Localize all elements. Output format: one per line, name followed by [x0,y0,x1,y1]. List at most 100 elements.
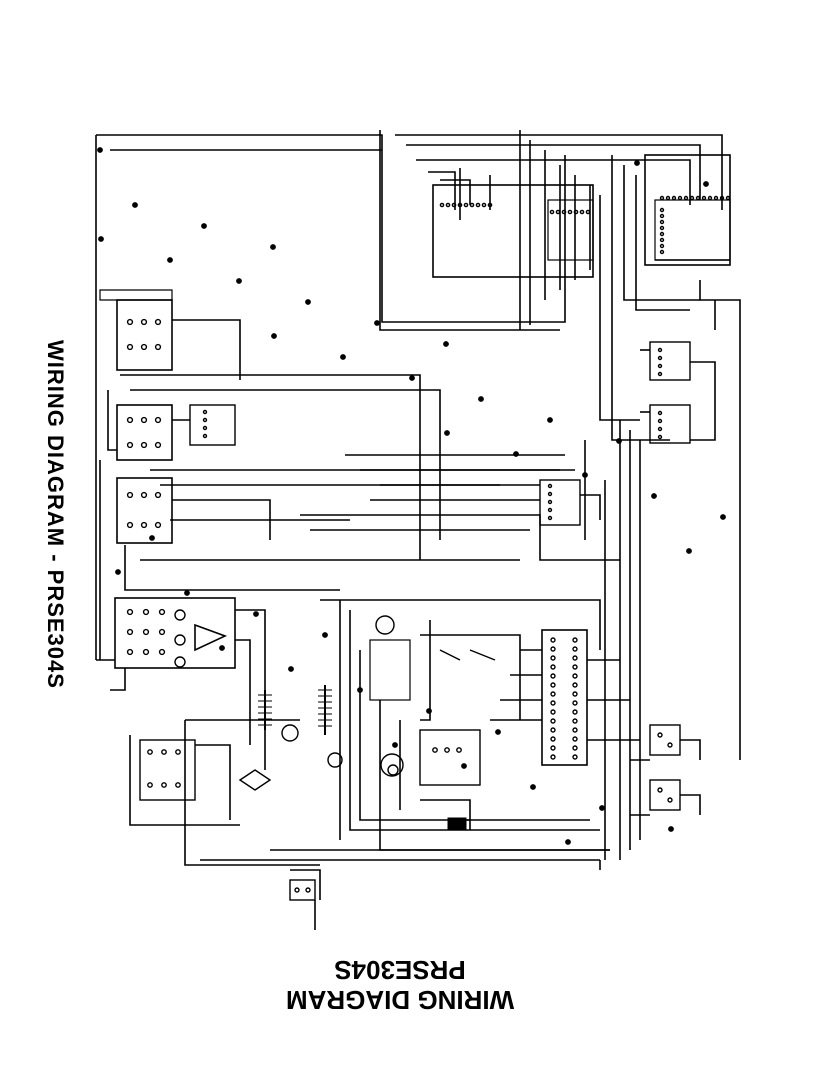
terminal [305,299,311,305]
terminal [142,608,150,616]
wire [290,869,321,900]
terminal [154,416,162,424]
terminal [585,209,591,215]
terminal [456,747,462,753]
wire [124,545,340,591]
wire [184,720,320,866]
terminal [451,202,457,208]
terminal [550,727,556,733]
terminal [174,634,186,646]
terminal [659,231,665,237]
terminal [140,318,148,326]
wire [379,130,560,331]
terminal [175,782,181,788]
wire [300,514,620,561]
terminal [572,709,578,715]
terminal [271,333,277,339]
terminal [219,645,225,651]
terminal [202,425,208,431]
terminal [572,637,578,643]
wire [349,610,600,831]
wire [99,289,173,301]
wire [194,623,228,652]
terminal [550,673,556,679]
terminal [657,732,663,738]
terminal [657,418,663,424]
terminal [126,343,134,351]
terminal [340,354,346,360]
terminal [253,611,259,617]
terminal [657,426,663,432]
terminal [387,764,399,776]
terminal [550,700,556,706]
terminal [126,628,134,636]
terminal [202,409,208,415]
component-box [116,299,173,371]
wire [580,494,601,520]
wire [130,389,441,540]
terminal [572,754,578,760]
wire [690,361,716,441]
wire [680,794,701,815]
terminal [572,700,578,706]
terminal [236,278,242,284]
component-box [369,639,411,701]
terminal [126,318,134,326]
wire [699,280,741,760]
terminal [547,515,553,521]
component-box [649,779,681,811]
terminal [154,343,162,351]
terminal [572,745,578,751]
terminal [634,160,640,166]
terminal [444,430,450,436]
fuse-block [447,817,467,831]
terminal [550,709,556,715]
terminal [126,648,134,656]
terminal [161,749,167,755]
terminal [599,805,605,811]
terminal [154,318,162,326]
component-box [644,154,731,266]
terminal [572,673,578,679]
wire [172,319,241,380]
terminal [158,628,166,636]
component-box [419,729,481,786]
terminal [572,655,578,661]
terminal [550,655,556,661]
terminal [713,195,719,201]
terminal [294,887,300,893]
wire [680,739,701,760]
terminal [202,433,208,439]
wire [107,390,117,451]
terminal [719,195,725,201]
terminal [158,608,166,616]
terminal [443,341,449,347]
terminal [132,202,138,208]
terminal [147,749,153,755]
terminal [547,417,553,423]
terminal [174,656,186,668]
wire [172,499,271,540]
terminal [513,451,519,457]
terminal [657,787,663,793]
terminal [572,727,578,733]
terminal [375,615,395,635]
wire [238,769,272,791]
terminal [657,371,663,377]
terminal [550,664,556,670]
terminal [142,628,150,636]
terminal [270,244,276,250]
terminal [357,687,363,693]
diagram-side-title: WIRING DIAGRAM - PRSE304S [43,340,68,689]
terminal [154,441,162,449]
component-box [649,341,691,381]
terminal [555,209,561,215]
terminal [659,237,665,243]
terminal [495,729,501,735]
terminal [573,209,579,215]
component-box [547,199,594,261]
wire [611,155,670,441]
terminal [126,491,134,499]
terminal [667,742,673,748]
terminal [549,209,555,215]
